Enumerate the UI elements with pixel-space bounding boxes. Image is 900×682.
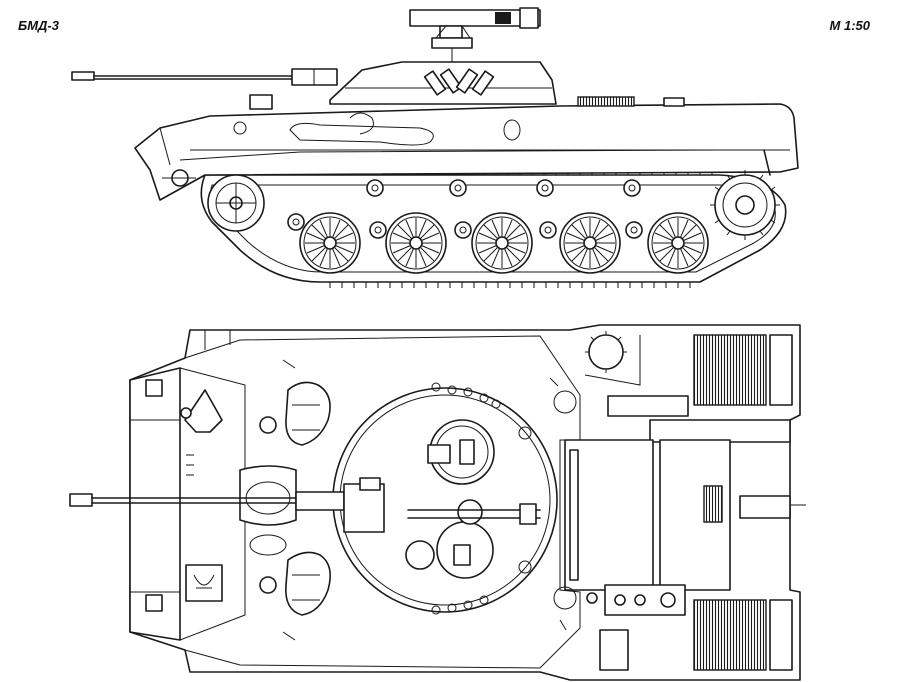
track-teeth-bottom	[329, 282, 691, 288]
drawing-scale: М 1:50	[829, 18, 870, 33]
atgm-launcher-top	[407, 503, 541, 525]
atgm-launcher-side	[409, 7, 541, 62]
turret-side	[329, 61, 557, 105]
engine-grille-top-upper	[693, 334, 767, 406]
smoke-launchers-side	[423, 68, 495, 96]
hull-top	[129, 324, 801, 681]
engine-grille-top-lower	[693, 599, 767, 671]
main-gun-side	[71, 68, 338, 86]
road-wheels	[299, 212, 709, 274]
side-view	[71, 7, 799, 288]
drawing-title: БМД-3	[18, 18, 59, 33]
main-gun-top	[69, 477, 385, 533]
engine-grille-side	[577, 96, 635, 107]
drive-sprocket	[710, 170, 780, 240]
idler-wheel	[207, 174, 265, 232]
engine-deck	[564, 419, 806, 591]
top-view	[69, 324, 806, 681]
driver-hatch	[185, 564, 223, 602]
